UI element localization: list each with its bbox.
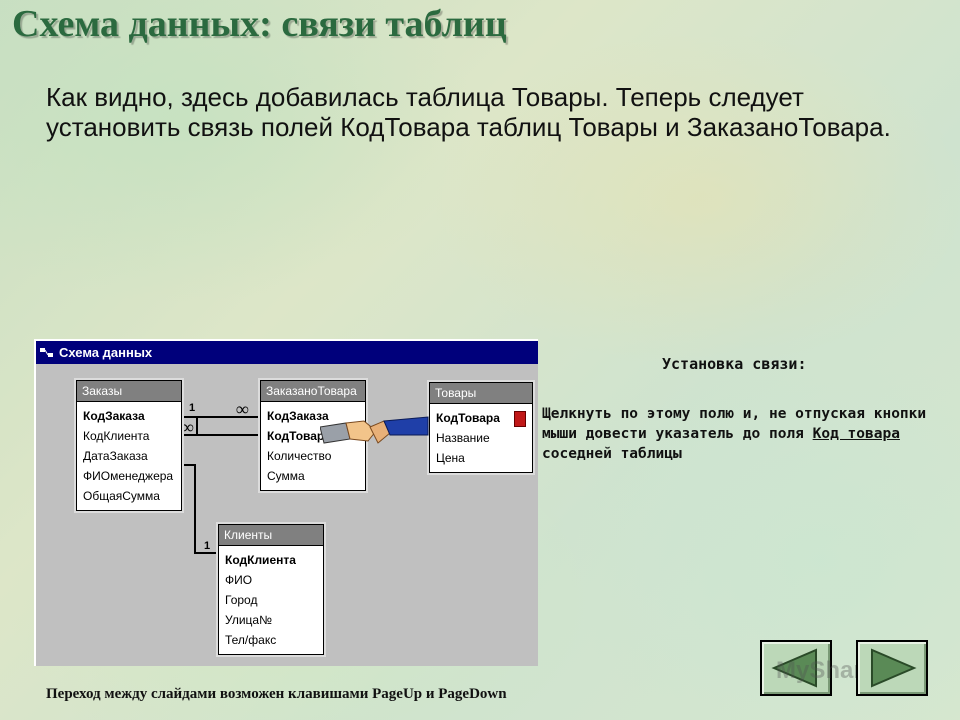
diagram-canvas: 1 ∞ ∞ 1 Заказы КодЗаказа КодКлиента Дата… (36, 364, 538, 666)
relation-line (196, 416, 198, 436)
field-quantity[interactable]: Количество (267, 449, 332, 463)
table-goods[interactable]: Товары КодТовара Название Цена (427, 380, 535, 475)
field-city[interactable]: Город (225, 593, 258, 607)
window-titlebar: Схема данных (36, 341, 538, 364)
relation-line (181, 416, 261, 418)
field-product-name[interactable]: Название (436, 431, 490, 445)
drag-cursor-icon (514, 411, 526, 427)
relation-line (194, 552, 216, 554)
instruction-text: Щелкнуть по этому полю и, не отпуская кн… (542, 404, 952, 464)
field-fio[interactable]: ФИО (225, 573, 253, 587)
relation-line (181, 434, 261, 436)
product-id-link[interactable]: Код товара (812, 426, 900, 442)
table-orders[interactable]: Заказы КодЗаказа КодКлиента ДатаЗаказа Ф… (74, 378, 184, 513)
field-order-date[interactable]: ДатаЗаказа (83, 449, 148, 463)
table-clients[interactable]: Клиенты КодКлиента ФИО Город Улица№ Тел/… (216, 522, 326, 657)
field-phone[interactable]: Тел/факс (225, 633, 277, 647)
relation-line (194, 464, 196, 554)
field-price[interactable]: Цена (436, 451, 465, 465)
field-order-id[interactable]: КодЗаказа (83, 409, 145, 423)
arrow-right-icon (871, 648, 917, 688)
instruction-text-before: Щелкнуть по этому полю и, не отпуская кн… (542, 406, 927, 442)
table-ordered-header[interactable]: ЗаказаноТовара (261, 381, 365, 402)
field-product-id-selected[interactable]: КодТовара (436, 411, 500, 425)
table-clients-header[interactable]: Клиенты (219, 525, 323, 546)
field-manager[interactable]: ФИОменеджера (83, 469, 174, 483)
arrow-left-icon (771, 648, 817, 688)
intro-text: Как видно, здесь добавилась таблица Това… (46, 82, 891, 142)
many-marker: ∞ (236, 399, 249, 419)
handshake-icon (320, 416, 429, 444)
field-client-id[interactable]: КодКлиента (225, 553, 296, 567)
relationship-window: Схема данных 1 ∞ ∞ 1 Заказы КодЗаказа Ко… (34, 339, 538, 666)
field-product-id[interactable]: КодТовара (267, 429, 331, 443)
instruction-text-after: соседней таблицы (542, 446, 682, 462)
field-sum[interactable]: Сумма (267, 469, 305, 483)
relationships-icon (39, 346, 55, 360)
many-marker: ∞ (181, 417, 194, 437)
instruction-heading: Установка связи: (662, 355, 807, 373)
next-slide-button[interactable] (856, 640, 928, 696)
field-street[interactable]: Улица№ (225, 613, 272, 627)
field-total[interactable]: ОбщаяСумма (83, 489, 160, 503)
table-goods-header[interactable]: Товары (430, 383, 532, 404)
window-title: Схема данных (59, 345, 153, 360)
one-marker: 1 (204, 540, 211, 552)
prev-slide-button[interactable] (760, 640, 832, 696)
field-client-id[interactable]: КодКлиента (83, 429, 150, 443)
relation-line (181, 464, 195, 466)
one-marker: 1 (189, 402, 196, 414)
slide-title: Схема данных: связи таблиц (12, 3, 507, 45)
field-order-id[interactable]: КодЗаказа (267, 409, 329, 423)
slide-footer: Переход между слайдами возможен клавишам… (46, 686, 507, 702)
table-orders-header[interactable]: Заказы (77, 381, 181, 402)
